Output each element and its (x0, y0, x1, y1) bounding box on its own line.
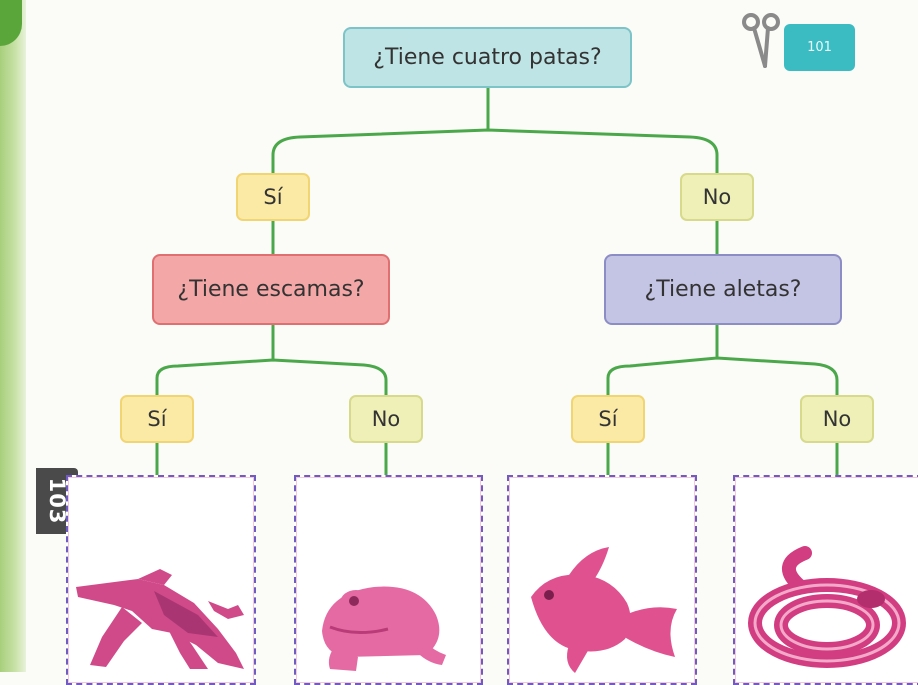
animal-card-crocodile (66, 475, 256, 685)
question-four-legs: ¿Tiene cuatro patas? (343, 27, 632, 88)
answer-yes-scales: Sí (120, 395, 194, 443)
answer-no-scales: No (349, 395, 423, 443)
leaf-decoration (0, 0, 22, 46)
animal-card-snake (733, 475, 918, 685)
frog-image (322, 586, 446, 671)
question-scales: ¿Tiene escamas? (152, 254, 390, 325)
scissors-icon (742, 13, 780, 68)
cutout-page-badge: 101 (784, 24, 855, 71)
connector-root-branches (271, 128, 719, 175)
question-fins: ¿Tiene aletas? (604, 254, 842, 325)
answer-no-fins: No (800, 395, 874, 443)
crocodile-image (76, 569, 244, 669)
answer-yes-fins: Sí (571, 395, 645, 443)
answer-yes-four-legs: Sí (236, 173, 310, 221)
connector-fins-branches (606, 323, 839, 397)
page-edge-strip (0, 0, 26, 672)
answer-no-four-legs: No (680, 173, 754, 221)
connector-scales-branches (155, 323, 388, 397)
animal-card-fish (507, 475, 697, 685)
animal-card-frog (294, 475, 483, 685)
snake-image (748, 546, 906, 668)
fish-image (531, 547, 677, 673)
